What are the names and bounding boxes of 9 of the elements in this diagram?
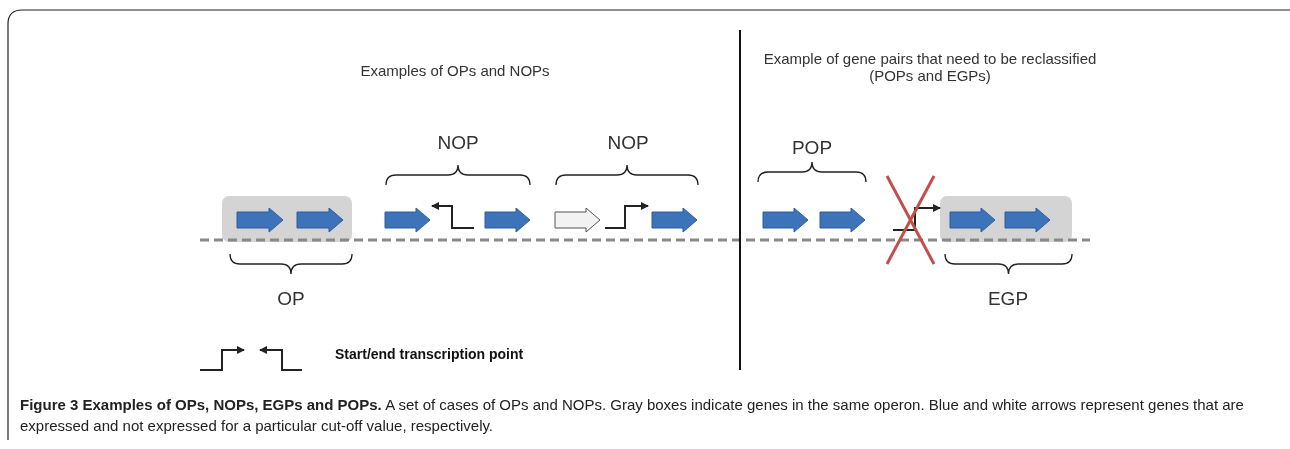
figure-caption: Figure 3 Examples of OPs, NOPs, EGPs and POPs. A set of cases of OPs and NOPs. Gray boxes indicate genes in the same operon. Blue and white arrows represent genes that are expressed and not expressed for a particular cut-off value, respectively. (20, 395, 1245, 436)
section-heading: Example of gene pairs that need to be reclassified (POPs and EGPs) (762, 50, 1098, 84)
bracket-label: NOP (436, 132, 480, 154)
section-heading: Examples of OPs and NOPs (359, 62, 551, 79)
bracket-label: EGP (986, 288, 1030, 310)
bracket-label: OP (276, 288, 306, 310)
bracket-label: POP (790, 137, 834, 159)
bracket-label: NOP (606, 132, 650, 154)
legend-label: Start/end transcription point (335, 346, 524, 362)
